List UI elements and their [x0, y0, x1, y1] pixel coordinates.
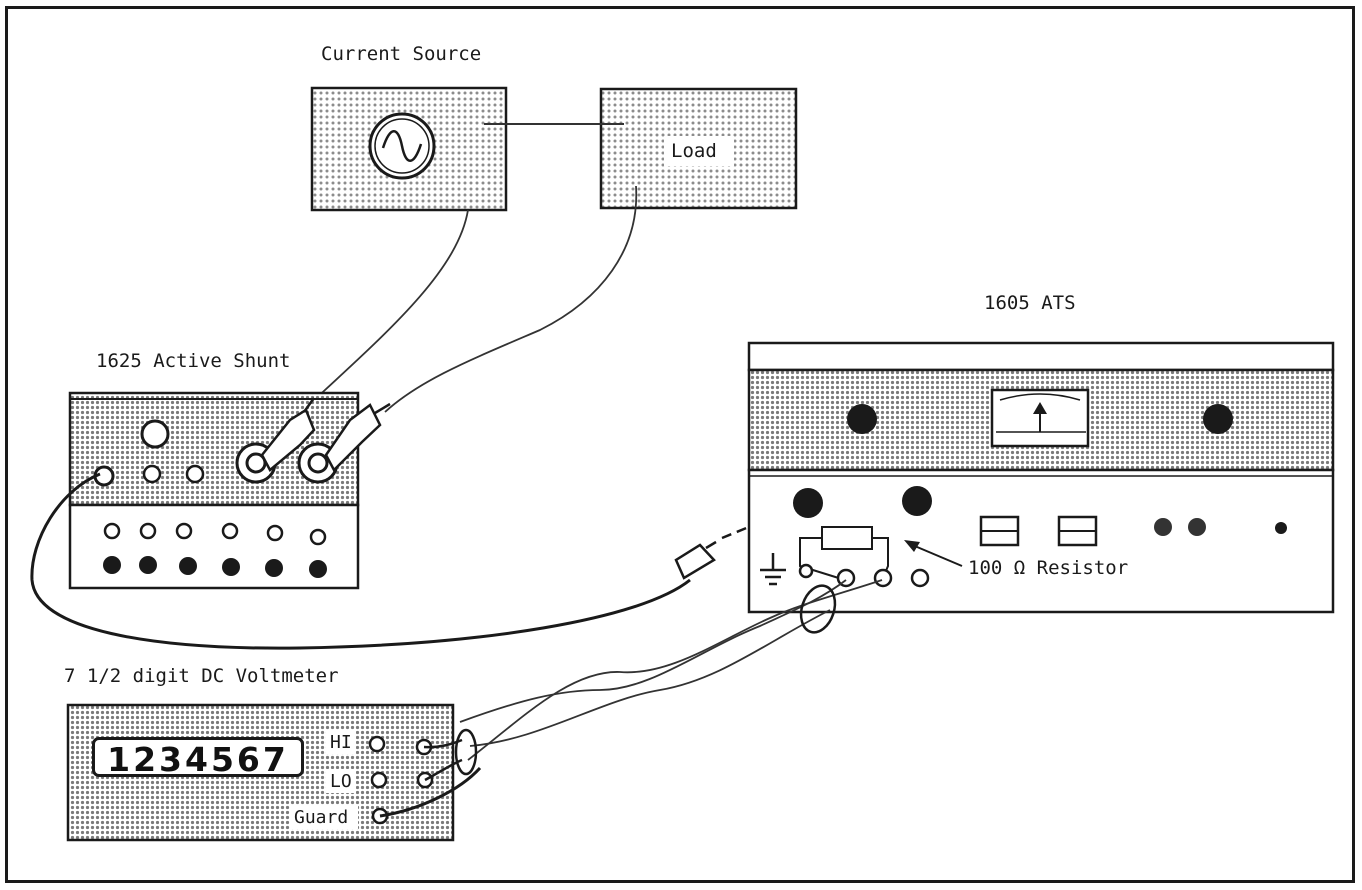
shunt-knob — [140, 419, 170, 449]
figure-frame — [5, 6, 1355, 883]
guard-label: Guard — [294, 807, 349, 828]
resistor-label: 100 Ω Resistor — [968, 557, 1129, 579]
hi-terminal — [368, 735, 386, 753]
load-box — [599, 87, 798, 210]
lo-terminal — [370, 771, 388, 789]
ats-plug — [674, 540, 717, 580]
shunt-to-ats-cable — [30, 472, 691, 650]
ground-icon — [760, 553, 786, 586]
current-source-box — [310, 86, 508, 212]
source-lead — [311, 209, 469, 403]
active-shunt — [68, 391, 391, 590]
voltmeter-label: 7 1/2 digit DC Voltmeter — [64, 665, 339, 687]
ats-label: 1605 ATS — [984, 292, 1076, 314]
load-label: Load — [671, 140, 717, 162]
analog-meter-icon — [990, 388, 1090, 448]
load-lead — [384, 185, 638, 413]
ats-instrument — [747, 341, 1335, 614]
hi-label: HI — [330, 732, 352, 753]
current-source-label: Current Source — [321, 43, 482, 65]
lo-label: LO — [330, 771, 352, 792]
banana-plug-1 — [260, 397, 316, 472]
banana-plug-2 — [324, 402, 391, 473]
voltmeter-display: 1234567 — [92, 737, 304, 779]
twisted-pair — [459, 579, 883, 761]
active-shunt-label: 1625 Active Shunt — [96, 350, 291, 372]
resistor-icon — [799, 526, 889, 581]
